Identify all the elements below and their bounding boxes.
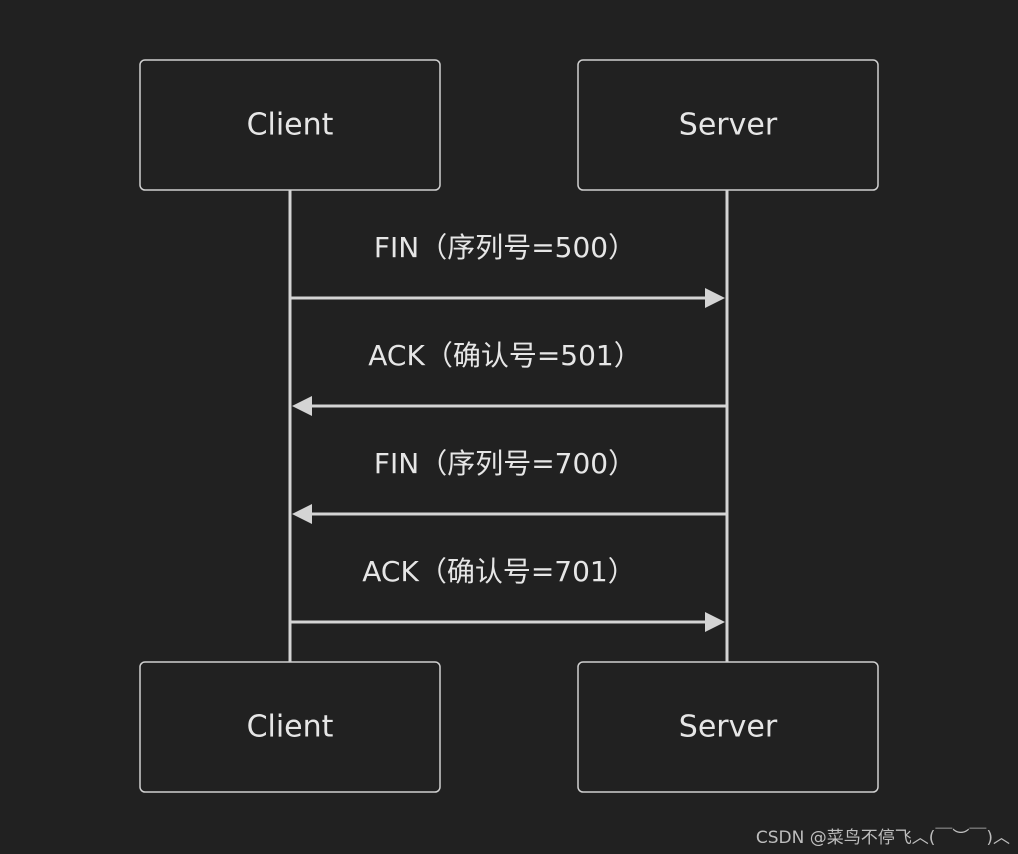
client-actor-bottom: Client [139, 661, 441, 793]
client-actor-top: Client [139, 59, 441, 191]
message-4: ACK（确认号=701） [290, 555, 725, 632]
message-3: FIN（序列号=700） [292, 447, 727, 524]
server-actor-top: Server [577, 59, 879, 191]
message-2: ACK（确认号=501） [292, 339, 727, 416]
message-2-arrowhead [292, 396, 312, 416]
server-actor-bottom: Server [577, 661, 879, 793]
message-2-label: ACK（确认号=501） [368, 339, 641, 372]
message-4-arrowhead [705, 612, 725, 632]
message-3-label: FIN（序列号=700） [374, 447, 636, 480]
message-1: FIN（序列号=500） [290, 231, 725, 308]
server-actor-top-label: Server [679, 108, 778, 143]
message-4-label: ACK（确认号=701） [362, 555, 635, 588]
server-actor-bottom-label: Server [679, 710, 778, 745]
message-1-arrowhead [705, 288, 725, 308]
message-1-label: FIN（序列号=500） [374, 231, 636, 264]
message-3-arrowhead [292, 504, 312, 524]
client-actor-bottom-label: Client [247, 710, 334, 745]
client-actor-top-label: Client [247, 108, 334, 143]
watermark: CSDN @菜鸟不停飞︿(￣︶￣)︿ [755, 828, 1010, 848]
